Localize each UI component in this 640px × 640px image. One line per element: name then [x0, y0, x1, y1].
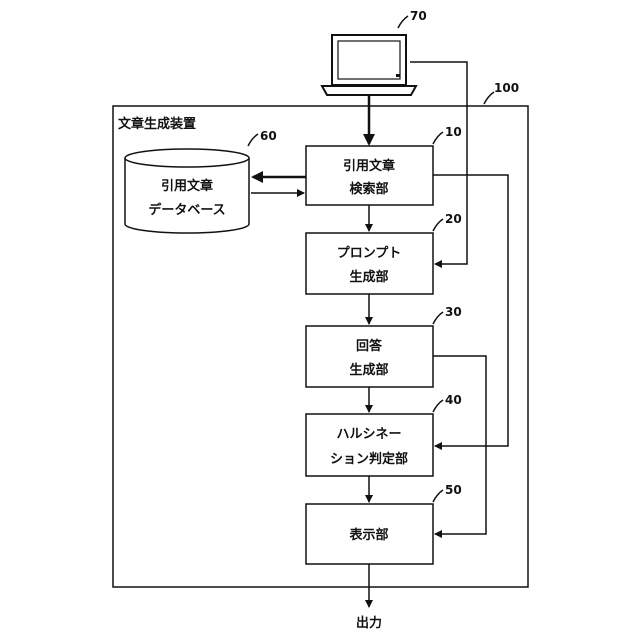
- block-citation-search-ref: 10: [445, 125, 462, 139]
- output-label: 出力: [356, 615, 382, 631]
- database-label-1: 引用文章: [161, 178, 213, 194]
- block-citation-search-ref-leader: [433, 132, 443, 144]
- database-ref: 60: [260, 129, 277, 143]
- block-display-ref: 50: [445, 483, 462, 497]
- block-prompt-generation-ref: 20: [445, 212, 462, 226]
- device-ref: 100: [494, 81, 519, 95]
- block-prompt-generation-ref-leader: [433, 219, 443, 231]
- block-citation-search-label-1: 引用文章: [343, 158, 395, 174]
- device-title: 文章生成装置: [118, 116, 196, 132]
- block-prompt-generation-label-1: プロンプト: [337, 246, 402, 261]
- block-citation-search-label-2: 検索部: [349, 181, 388, 197]
- block-answer-generation-ref-leader: [433, 312, 443, 324]
- block-answer-generation-ref: 30: [445, 305, 462, 319]
- block-prompt-generation-label-2: 生成部: [349, 269, 388, 285]
- block-hallucination-judgment-ref-leader: [433, 400, 443, 412]
- database-label-2: データベース: [148, 202, 225, 218]
- block-answer-generation-label-2: 生成部: [349, 362, 388, 378]
- device-ref-leader: [484, 92, 494, 104]
- block-answer-generation-label-1: 回答: [356, 338, 383, 354]
- terminal-ref-leader: [398, 16, 408, 28]
- block-hallucination-judgment-label-2: ション判定部: [330, 451, 408, 467]
- block-display-label: 表示部: [348, 527, 388, 543]
- terminal-ref: 70: [410, 9, 427, 23]
- block-display-ref-leader: [433, 490, 443, 502]
- database-ref-leader: [248, 134, 258, 146]
- block-hallucination-judgment-ref: 40: [445, 393, 462, 407]
- block-hallucination-judgment-label-1: ハルシネー: [336, 427, 401, 442]
- laptop-icon: [322, 35, 416, 95]
- arrow-answer-to-display: [433, 356, 486, 534]
